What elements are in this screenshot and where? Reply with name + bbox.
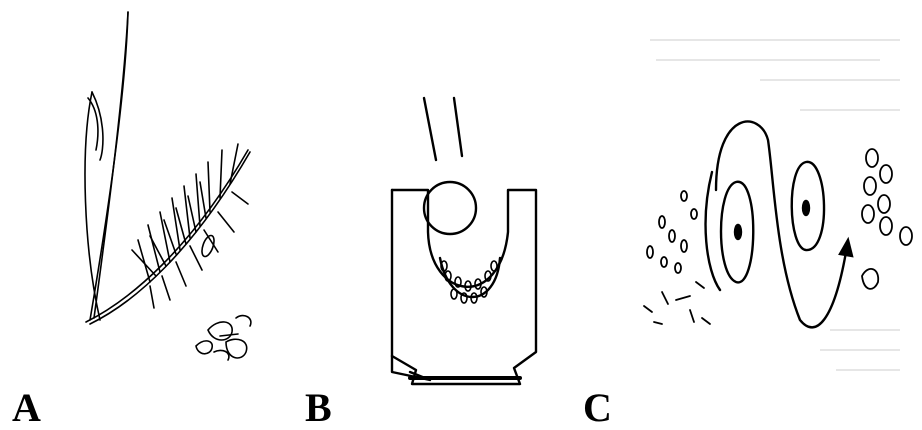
winnowing-wave-sketch xyxy=(644,122,912,328)
mortar-and-pestle-sketch xyxy=(392,98,536,384)
panel-label-b: B xyxy=(305,388,332,428)
panel-label-a: A xyxy=(12,388,41,428)
panel-label-c: C xyxy=(583,388,612,428)
grass-seedhead-sketch xyxy=(85,12,251,360)
